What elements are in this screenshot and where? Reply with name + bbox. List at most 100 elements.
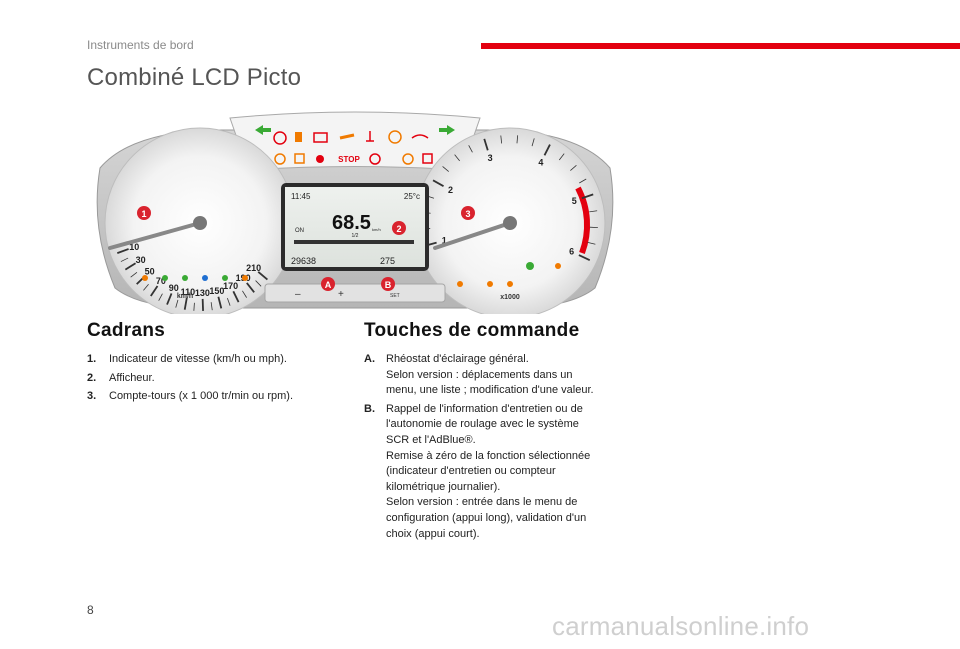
cadrans-item-number: 3. <box>87 390 97 403</box>
dial-tick <box>150 285 159 297</box>
dial-tick-label: 1 <box>442 236 447 246</box>
touches-item-line: choix (appui court). <box>386 527 480 540</box>
cadrans-item: 2. Afficheur. <box>87 371 347 387</box>
seatbelt-icon <box>316 155 324 163</box>
tyre-pressure-icon <box>388 130 402 144</box>
dial-tick <box>124 262 137 271</box>
dimmer-minus-button: – <box>295 289 301 300</box>
dial-tick <box>454 154 460 162</box>
touches-item-line: (indicateur d'entretien ou compteur <box>386 465 556 478</box>
lcd-gauge-label: 1/2 <box>352 233 359 239</box>
lcd-odometer: 29638 <box>291 256 316 266</box>
speedo-indicator-lamps <box>142 275 248 281</box>
touches-item-line: kilométrique journalier). <box>386 480 501 493</box>
touches-heading: Touches de commande <box>364 320 580 341</box>
high-beam-icon <box>202 275 208 281</box>
dial-tick <box>531 138 535 147</box>
dial-tick <box>210 302 213 311</box>
fog-rear-icon <box>142 275 148 281</box>
dial-tick-label: 150 <box>209 286 224 296</box>
dial-tick-label: 3 <box>488 153 493 163</box>
cadrans-item-line: Indicateur de vitesse (km/h ou mph). <box>109 353 287 365</box>
set-button-label: SET <box>390 293 400 299</box>
instrument-cluster-figure: STOP 1030507090110130150170190210 km/h 1… <box>96 111 614 314</box>
dial-tick <box>483 138 489 151</box>
stop-label: STOP <box>338 155 360 164</box>
dial-tick-label: 130 <box>195 288 210 298</box>
page-number: 8 <box>87 603 94 617</box>
touches-item-line: Selon version : entrée dans le menu de <box>386 496 578 509</box>
callout-2: 2 <box>392 221 406 235</box>
coolant-temp-icon <box>366 131 374 142</box>
dial-tick <box>558 153 565 161</box>
lcd-on-label: ON <box>295 228 304 234</box>
touches-item-number: A. <box>364 353 375 365</box>
touches-item-line: Remise à zéro de la fonction sélectionné… <box>386 449 591 462</box>
svg-text:2: 2 <box>396 224 401 234</box>
low-beam-icon <box>182 275 188 281</box>
dial-tick <box>143 284 149 291</box>
page-title: Combiné LCD Picto <box>87 64 302 91</box>
lcd-temp: 25°c <box>404 192 420 201</box>
touches-item-line: menu, une liste ; modification d'une val… <box>386 384 594 397</box>
dial-tick-label: 5 <box>572 196 577 206</box>
dial-tick <box>570 164 577 171</box>
dial-tick <box>468 145 473 153</box>
header-accent-bar <box>481 43 960 49</box>
dial-tick <box>120 257 129 262</box>
dial-tick-label: 110 <box>181 287 196 297</box>
dial-tick <box>432 179 444 187</box>
touches-item-line: SCR et l'AdBlue®. <box>386 433 476 446</box>
cadrans-item-line: Afficheur. <box>109 371 155 384</box>
speedometer-labels: 1030507090110130150170190210 <box>129 242 261 298</box>
cadrans-heading: Cadrans <box>87 320 166 341</box>
tachometer-needle <box>433 221 512 250</box>
dial-tick <box>579 178 587 184</box>
rpm-unit-label: x1000 <box>500 294 520 301</box>
dial-tick <box>578 254 591 262</box>
dimmer-plus-button: + <box>338 289 344 300</box>
engine-check-icon <box>457 281 463 287</box>
dial-tick <box>516 135 519 144</box>
fog-front-icon <box>162 275 168 281</box>
svg-text:3: 3 <box>465 209 470 219</box>
lcd-trip: 275 <box>380 256 395 266</box>
dial-tick-label: 10 <box>129 242 139 252</box>
dial-tick <box>158 293 163 301</box>
dial-tick <box>500 135 503 144</box>
callout-3: 3 <box>461 206 475 220</box>
dial-tick-label: 30 <box>136 255 146 265</box>
auto-lights-icon <box>242 275 248 281</box>
cadrans-list: 1.Indicateur de vitesse (km/h ou mph).2.… <box>87 352 347 408</box>
lcd-gauge-bar <box>294 240 414 244</box>
speedometer-needle <box>108 221 202 250</box>
dial-tick <box>193 302 195 311</box>
oil-pressure-icon <box>411 134 429 139</box>
speed-unit-label: km/h <box>177 293 193 300</box>
dial-tick <box>581 193 594 200</box>
airbag-off-icon <box>274 153 286 165</box>
arrow-left-icon <box>255 125 271 135</box>
service-wrench-icon <box>339 133 355 140</box>
esp-icon <box>402 153 414 165</box>
dial-tick <box>255 280 262 287</box>
dial-tick <box>116 248 129 254</box>
dial-tick-label: 2 <box>448 185 453 195</box>
dial-tick <box>587 241 596 245</box>
lcd-speed: 68.5 <box>332 212 371 234</box>
glow-plug-icon <box>487 281 493 287</box>
dial-tick <box>166 293 173 305</box>
touches-item: A.Rhéostat d'éclairage général.Selon ver… <box>364 352 634 399</box>
section-label: Instruments de bord <box>87 38 194 52</box>
steering-warning-icon <box>273 131 287 145</box>
cadrans-item-number: 2. <box>87 371 97 384</box>
touches-item: B.Rappel de l'information d'entretien ou… <box>364 402 634 542</box>
dial-tick-label: 70 <box>156 276 166 286</box>
svg-text:A: A <box>325 280 332 290</box>
brake-warning-icon <box>369 153 381 165</box>
dial-tick-label: 210 <box>246 263 261 273</box>
svg-text:1: 1 <box>141 209 146 219</box>
fuel-filter-icon <box>294 153 305 164</box>
touches-list: A.Rhéostat d'éclairage général.Selon ver… <box>364 352 634 545</box>
